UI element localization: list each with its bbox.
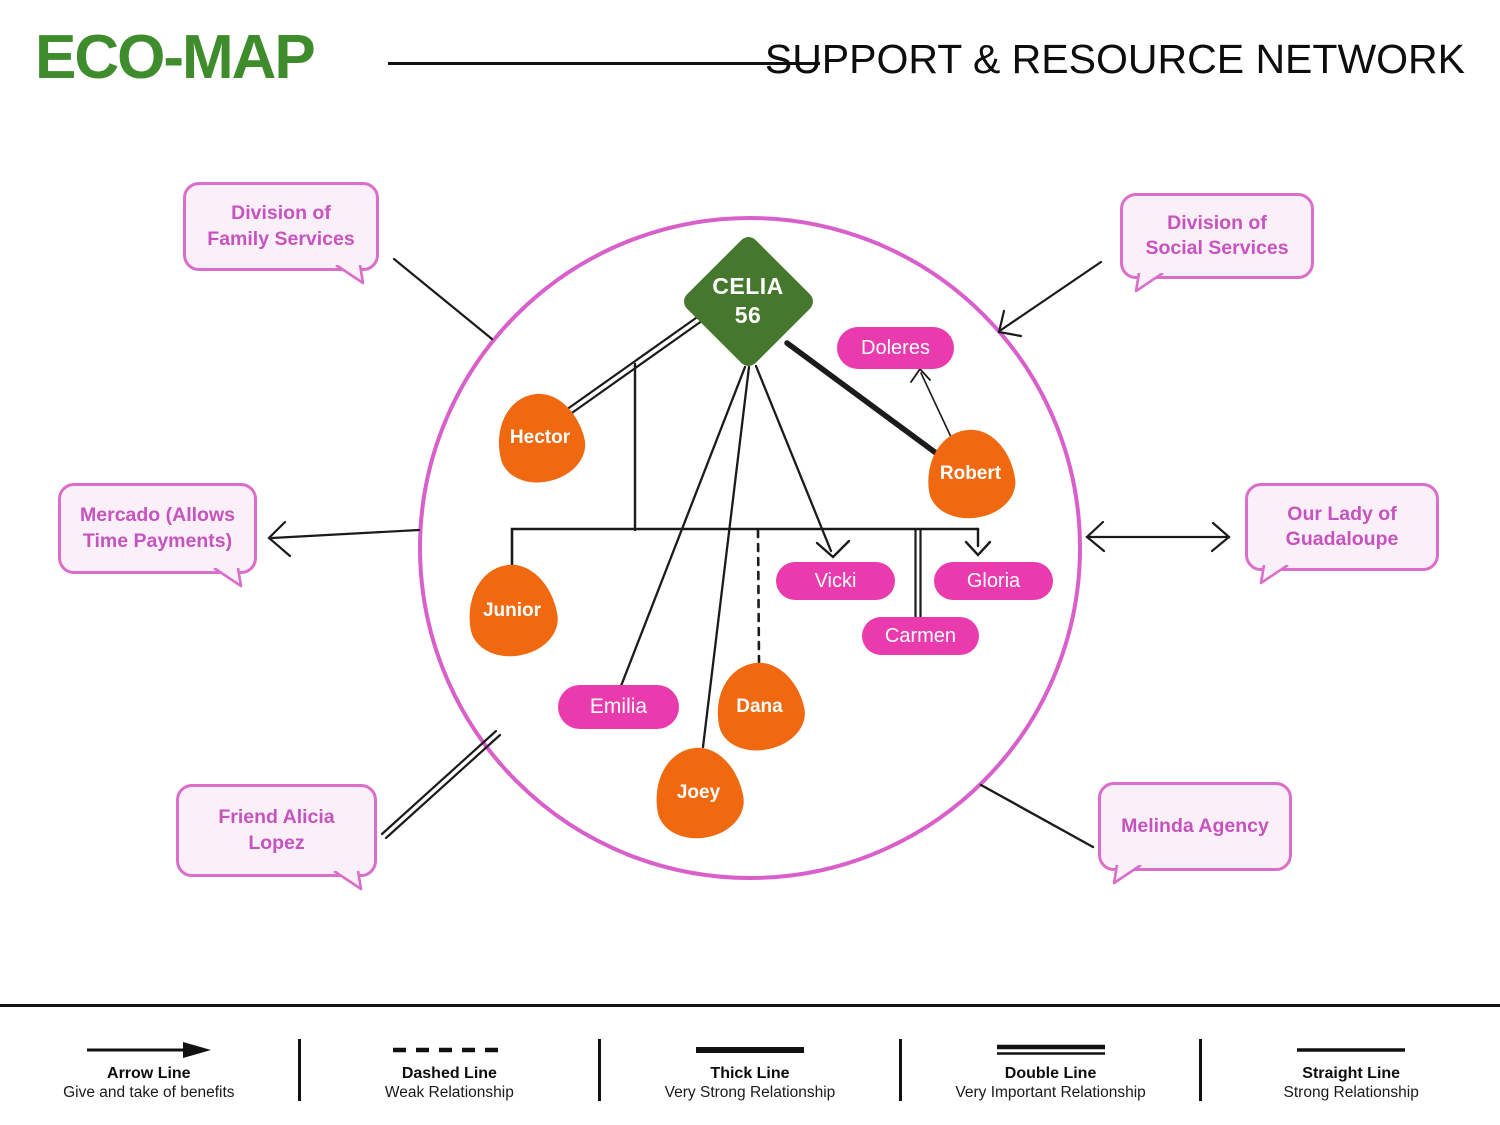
callout-melinda-label: Melinda Agency: [1121, 814, 1269, 837]
edge-social-services-arrow: [997, 260, 1103, 338]
callout-division-social-services: Division of Social Services: [1120, 193, 1314, 293]
edge-robert-doleres-arrow: [910, 367, 952, 438]
edge-celia-gloria-arrow: [964, 527, 992, 557]
legend-divider: [297, 1039, 301, 1101]
callout-tail: [333, 871, 363, 891]
callout-family-services-label: Division of Family Services: [207, 202, 355, 250]
page-subtitle: SUPPORT & RESOURCE NETWORK: [764, 36, 1465, 82]
celia-diamond-label: CELIA 56: [688, 263, 808, 339]
legend-label: Double Line: [1004, 1065, 1097, 1082]
legend-item-double-line: Double Line Very Important Relationship: [902, 1007, 1200, 1125]
legend-desc: Strong Relationship: [1283, 1084, 1419, 1101]
callout-division-family-services: Division of Family Services: [183, 182, 379, 285]
edge-celia-dana-dashed-line: [756, 528, 761, 664]
network-boundary-circle: [418, 216, 1082, 880]
page-title: ECO-MAP: [35, 23, 316, 92]
legend-label: Arrow Line: [107, 1065, 191, 1082]
emilia-node: Emilia: [558, 685, 679, 729]
celia-age: 56: [734, 302, 762, 328]
edge-family-services-line: [392, 257, 494, 341]
celia-name: CELIA: [712, 273, 784, 300]
callout-social-services-label: Division of Social Services: [1145, 211, 1289, 259]
robert-label: Robert: [939, 463, 1002, 484]
arrow-line-icon: [86, 1042, 211, 1058]
legend-divider: [1199, 1039, 1203, 1101]
edge-celia-robert-thick-line: [784, 340, 939, 456]
hector-label: Hector: [509, 427, 571, 448]
family-bus-line-and-junior-drop: [510, 527, 980, 570]
callout-friend-alicia-lopez: Friend Alicia Lopez: [176, 784, 377, 891]
callout-guadaloupe-label: Our Lady of Guadaloupe: [1285, 502, 1399, 550]
edge-mercado-arrow: [267, 520, 421, 558]
callout-our-lady-of-guadaloupe: Our Lady of Guadaloupe: [1245, 483, 1439, 585]
edge-alicia-double-line: [380, 729, 502, 840]
edge-celia-vicki-arrow: [754, 364, 851, 559]
junior-label: Junior: [482, 599, 542, 621]
callout-tail: [335, 265, 365, 285]
gloria-node: Gloria: [934, 562, 1053, 600]
title-divider-line: [388, 62, 820, 65]
legend-desc: Very Important Relationship: [955, 1084, 1146, 1101]
legend-item-straight-line: Straight Line Strong Relationship: [1202, 1007, 1500, 1125]
legend-divider: [898, 1039, 902, 1101]
legend-item-arrow-line: Arrow Line Give and take of benefits: [0, 1007, 298, 1125]
legend-divider: [598, 1039, 602, 1101]
carmen-node: Carmen: [862, 617, 979, 655]
edge-celia-hector-double-line: [564, 311, 708, 417]
dana-label: Dana: [736, 695, 783, 717]
callout-tail: [1112, 865, 1142, 885]
callout-mercado-label: Mercado (Allows Time Payments): [80, 504, 235, 552]
callout-melinda-agency: Melinda Agency: [1098, 782, 1292, 885]
legend-label: Straight Line: [1302, 1065, 1401, 1082]
edge-guadaloupe-double-arrow: [1085, 520, 1231, 553]
legend-item-thick-line: Thick Line Very Strong Relationship: [601, 1007, 899, 1125]
edge-celia-joey-line: [701, 365, 751, 749]
doleres-node: Doleres: [837, 327, 954, 369]
dashed-line-icon: [393, 1047, 506, 1053]
callout-tail: [213, 568, 243, 588]
callout-mercado: Mercado (Allows Time Payments): [58, 483, 257, 588]
edge-celia-carmen-double-line: [914, 527, 922, 619]
straight-line-icon: [1297, 1048, 1406, 1052]
edge-melinda-line: [979, 783, 1095, 849]
callout-tail: [1259, 565, 1289, 585]
vicki-node: Vicki: [776, 562, 895, 600]
legend-label: Thick Line: [710, 1065, 790, 1082]
callout-alicia-label: Friend Alicia Lopez: [218, 806, 335, 854]
legend-item-dashed-line: Dashed Line Weak Relationship: [301, 1007, 599, 1125]
thick-line-icon: [695, 1047, 804, 1053]
legend-desc: Weak Relationship: [384, 1084, 514, 1101]
double-line-icon: [996, 1044, 1105, 1055]
legend-desc: Very Strong Relationship: [664, 1084, 836, 1101]
legend-bar: Arrow Line Give and take of benefits Das…: [0, 1004, 1500, 1125]
edge-celia-emilia-line: [619, 365, 747, 688]
legend-label: Dashed Line: [401, 1065, 497, 1082]
joey-label: Joey: [676, 782, 721, 803]
legend-desc: Give and take of benefits: [63, 1084, 235, 1101]
callout-tail: [1134, 273, 1164, 293]
